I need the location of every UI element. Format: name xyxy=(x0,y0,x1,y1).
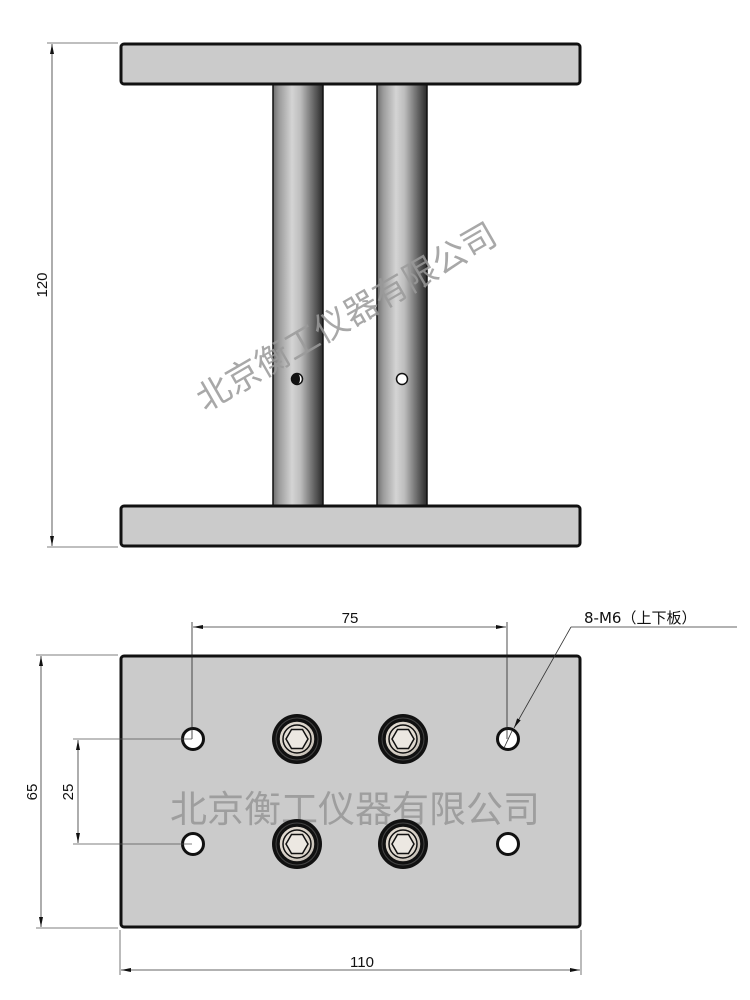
left-rod xyxy=(272,83,324,508)
plate-height-label: 65 xyxy=(24,784,41,801)
m6-hole-icon xyxy=(496,832,520,856)
hole-spacing-horizontal-dimension: 75 xyxy=(191,610,508,739)
watermark-diagonal: 北京衡工仪器有限公司 xyxy=(190,215,504,420)
hole-spacing-vertical-label: 25 xyxy=(60,784,77,801)
height-dimension-label: 120 xyxy=(34,272,51,297)
hole-spacing-vertical-dimension: 25 xyxy=(60,738,192,845)
hole-callout: 8-M6（上下板） xyxy=(503,609,737,749)
hole-spacing-horizontal-label: 75 xyxy=(342,610,359,627)
hole-callout-label: 8-M6（上下板） xyxy=(584,609,696,627)
top-view: 北京衡工仪器有限公司 xyxy=(24,609,737,975)
socket-bolt-icon xyxy=(272,819,322,869)
right-rod-pin-hole-icon xyxy=(395,372,409,386)
plate-top-view xyxy=(119,654,582,929)
bottom-plate xyxy=(119,504,582,548)
plate-width-label: 110 xyxy=(350,954,374,971)
socket-bolt-icon xyxy=(272,714,322,764)
top-plate xyxy=(119,42,582,86)
watermark-horizontal: 北京衡工仪器有限公司 xyxy=(170,788,540,831)
socket-bolt-icon xyxy=(378,714,428,764)
front-view: 120 xyxy=(34,42,582,548)
height-dimension: 120 xyxy=(34,42,118,548)
socket-bolt-icon xyxy=(378,819,428,869)
plate-height-dimension: 65 xyxy=(24,654,118,929)
left-rod-pin-hole-icon xyxy=(290,372,304,386)
plate-width-dimension: 110 xyxy=(119,930,582,975)
right-rod xyxy=(376,83,428,508)
socket-bolts xyxy=(272,714,428,869)
